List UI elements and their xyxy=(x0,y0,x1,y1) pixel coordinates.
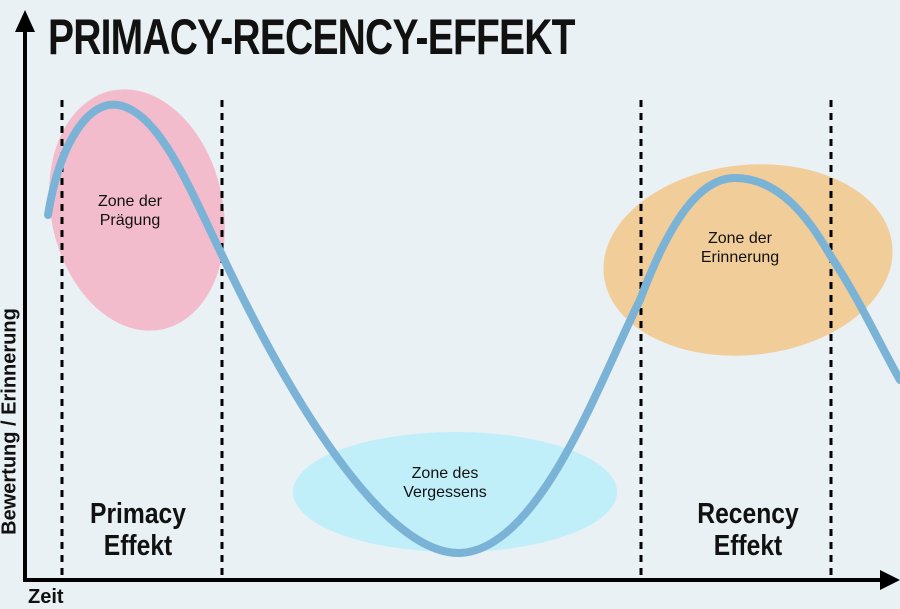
y-axis-label: Bewertung / Erinnerung xyxy=(0,308,21,535)
zone-erinnerung-ellipse xyxy=(603,164,893,356)
page-title: PRIMACY-RECENCY-EFFEKT xyxy=(48,9,575,65)
zone-label-line: Zone der xyxy=(707,230,773,247)
zone-label-line: Zone der xyxy=(97,193,163,210)
memory-curve xyxy=(44,100,900,558)
effect-label-line: Recency xyxy=(697,498,799,530)
x-axis-label: Zeit xyxy=(28,586,64,608)
phase-dividers xyxy=(60,100,833,580)
zone-praegung-ellipse xyxy=(49,89,225,331)
zone-label-line: Prägung xyxy=(99,212,161,229)
zone-vergessens-label: Zone des Vergessens xyxy=(385,464,505,502)
effect-label-line: Effekt xyxy=(713,530,783,562)
zone-praegung-label: Zone der Prägung xyxy=(70,192,190,230)
zone-label-line: Vergessens xyxy=(403,484,487,501)
zone-label-line: Erinnerung xyxy=(700,249,780,266)
effect-label-line: Effekt xyxy=(103,530,173,562)
effect-label-line: Primacy xyxy=(90,498,186,530)
recency-effect-label: Recency Effekt xyxy=(689,498,808,562)
primacy-effect-label: Primacy Effekt xyxy=(79,498,198,562)
y-axis xyxy=(15,10,35,582)
zone-erinnerung-label: Zone der Erinnerung xyxy=(680,229,800,267)
zone-label-line: Zone des xyxy=(411,465,479,482)
zone-vergessens-ellipse xyxy=(293,432,617,552)
x-axis xyxy=(23,570,900,590)
